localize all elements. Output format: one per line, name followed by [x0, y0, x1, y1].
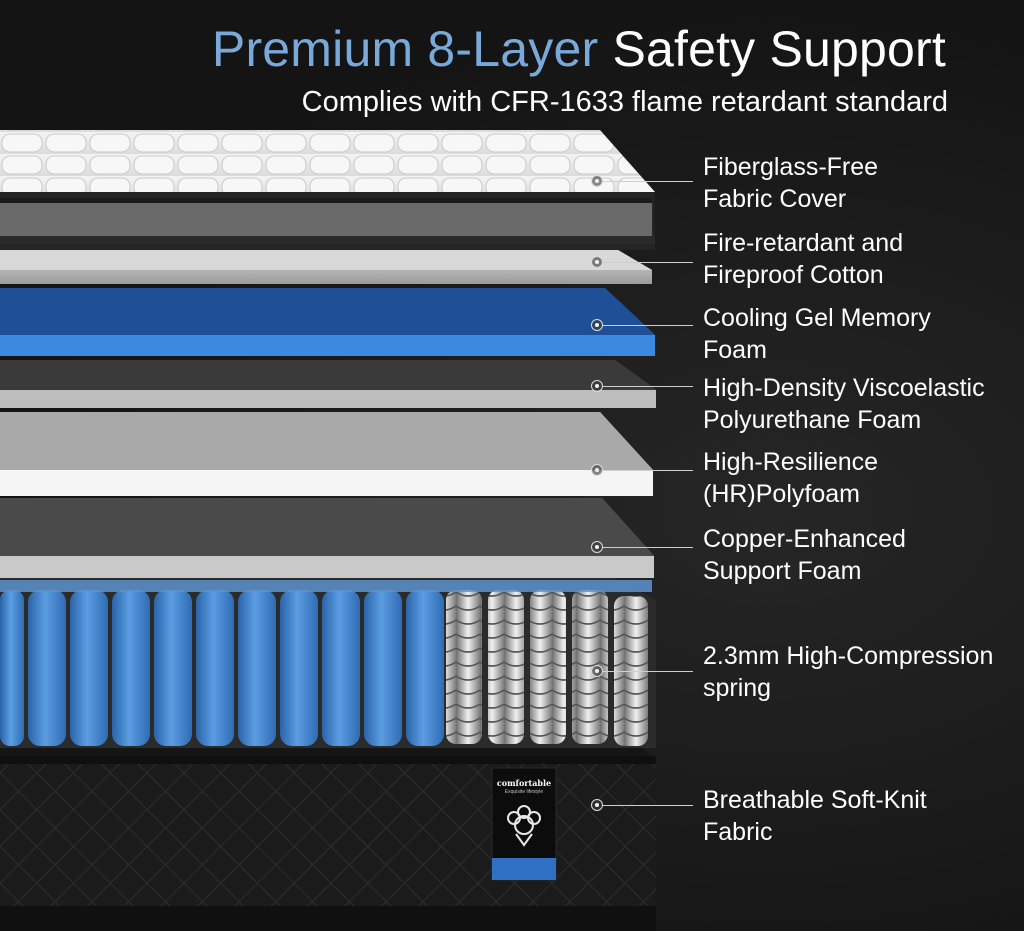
layer-pocket-springs [0, 578, 656, 748]
layer-1-marker [591, 175, 603, 187]
layer-5-marker [591, 464, 603, 476]
layer-6-marker [591, 541, 603, 553]
callout-layer-2: Fire-retardant and Fireproof Cotton [703, 229, 904, 289]
title-main: Safety Support [612, 21, 946, 77]
layer-7-leader [603, 671, 693, 672]
callout-layer-3: Cooling Gel Memory Foam [703, 304, 931, 364]
callout-layer-5: High-Resilience (HR)Polyfoam [703, 448, 879, 508]
layer-4-leader [603, 386, 693, 387]
cotton-flower-icon [507, 805, 541, 847]
layer-1-leader [603, 181, 693, 182]
brand-tagline: Exquisite lifestyle [504, 789, 544, 795]
brand-name: comfortable [496, 778, 552, 788]
brand-badge: comfortable Exquisite lifestyle [492, 778, 556, 795]
layer-5-leader [603, 470, 693, 471]
callout-layer-8: Breathable Soft-Knit Fabric [703, 786, 927, 846]
layer-copper-foam [0, 498, 654, 578]
layer-8-leader [603, 805, 693, 806]
page-title: Premium 8-Layer Safety Support [212, 20, 946, 78]
title-accent: Premium 8-Layer [211, 21, 599, 77]
callout-layer-4: High-Density Viscoelastic Polyurethane F… [703, 374, 985, 434]
layer-3-marker [591, 319, 603, 331]
layer-3-leader [603, 325, 693, 326]
page-subtitle: Complies with CFR-1633 flame retardant s… [301, 86, 948, 118]
layer-cooling-gel-foam [0, 288, 655, 356]
layer-6-leader [603, 547, 693, 548]
layer-7-marker [591, 665, 603, 677]
layer-hr-polyfoam [0, 412, 653, 496]
callout-layer-1: Fiberglass-Free Fabric Cover [703, 153, 879, 213]
layer-viscoelastic-foam [0, 360, 656, 408]
layer-2-marker [591, 256, 603, 268]
callout-layer-7: 2.3mm High-Compression spring [703, 642, 994, 702]
layer-soft-knit-base [0, 748, 656, 931]
layer-2-leader [603, 262, 693, 263]
layer-fireproof-cotton [0, 250, 652, 284]
pocketed-coil-row [0, 590, 444, 746]
exposed-coil-row [446, 590, 648, 746]
layer-fabric-cover [0, 130, 655, 250]
callout-layer-6: Copper-Enhanced Support Foam [703, 525, 906, 585]
layer-8-marker [591, 799, 603, 811]
layer-4-marker [591, 380, 603, 392]
